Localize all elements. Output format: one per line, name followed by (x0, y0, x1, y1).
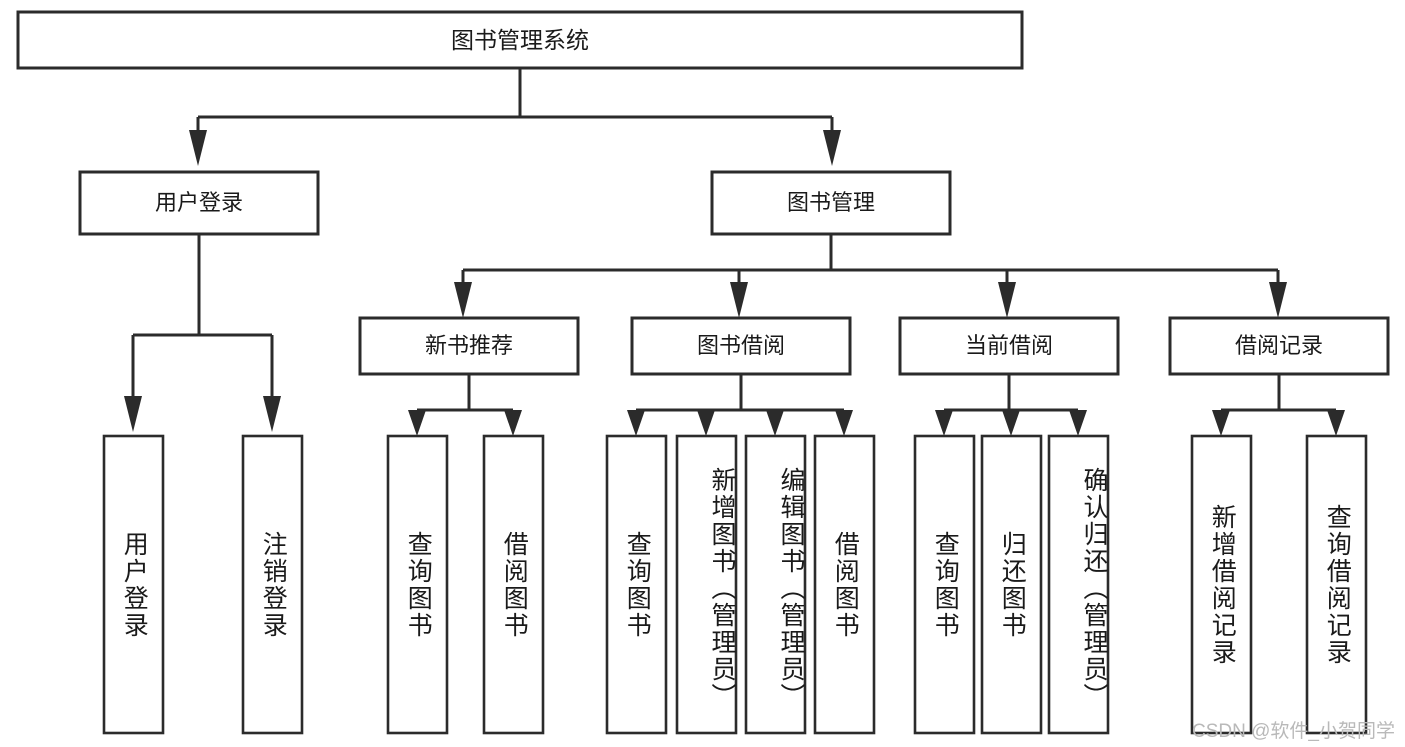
node-current-borrow-box[interactable] (898, 316, 1120, 376)
leaf-box-add-borrow-record[interactable] (1190, 434, 1253, 735)
node-new-book-recommend-label: 新书推荐 (425, 333, 513, 358)
arrow-head-borrowrecord-c1 (1212, 410, 1230, 436)
arrow-head-to-bookmgmt (823, 130, 841, 166)
arrow-head-bookborrow-c2 (697, 410, 715, 436)
node-root-label: 图书管理系统 (451, 27, 589, 53)
arrow-head-bookborrow-c3 (766, 410, 784, 436)
leaf-box-borrow-query-book[interactable] (605, 434, 668, 735)
leaf-box-current-query-book[interactable] (913, 434, 976, 735)
arrow-head-bookmgmt-c4 (1269, 282, 1287, 318)
node-book-management-box[interactable] (710, 170, 952, 236)
arrow-head-borrowrecord-c2 (1327, 410, 1345, 436)
leaf-box-query-borrow-record[interactable] (1305, 434, 1368, 735)
arrow-head-bookmgmt-c3 (998, 282, 1016, 318)
leaf-box-return-book[interactable] (980, 434, 1043, 735)
arrow-head-login-c1 (124, 396, 142, 432)
leaf-box-edit-book-admin[interactable] (744, 434, 807, 735)
leaf-box-confirm-return-admin[interactable] (1047, 434, 1110, 735)
arrow-head-bookborrow-c1 (627, 410, 645, 436)
node-book-borrow-label: 图书借阅 (697, 333, 785, 358)
leaf-box-add-book-admin[interactable] (675, 434, 738, 735)
leaf-box-newbook-borrow-book[interactable] (482, 434, 545, 735)
node-new-book-recommend-box[interactable] (358, 316, 580, 376)
leaf-box-logout[interactable] (241, 434, 304, 735)
node-borrow-record-box[interactable] (1168, 316, 1390, 376)
node-book-management-label: 图书管理 (787, 190, 875, 215)
arrow-head-currentborrow-c1 (935, 410, 953, 436)
leaf-box-newbook-query-book[interactable] (386, 434, 449, 735)
arrow-head-login-c2 (263, 396, 281, 432)
watermark-text: CSDN @软件_小贺同学 (1192, 721, 1395, 742)
arrow-head-newbook-c1 (408, 410, 426, 436)
leaf-box-borrow-book[interactable] (813, 434, 876, 735)
leaf-box-user-login[interactable] (102, 434, 165, 735)
node-root-box[interactable] (16, 10, 1024, 70)
node-borrow-record-label: 借阅记录 (1235, 333, 1323, 358)
arrow-head-to-login (189, 130, 207, 166)
node-book-borrow-box[interactable] (630, 316, 852, 376)
arrow-head-newbook-c2 (504, 410, 522, 436)
arrow-head-bookborrow-c4 (835, 410, 853, 436)
node-user-login-label: 用户登录 (155, 190, 243, 215)
arrow-head-bookmgmt-c1 (454, 282, 472, 318)
arrow-head-bookmgmt-c2 (730, 282, 748, 318)
node-current-borrow-label: 当前借阅 (965, 333, 1053, 358)
arrow-head-currentborrow-c2 (1002, 410, 1020, 436)
arrow-head-currentborrow-c3 (1069, 410, 1087, 436)
